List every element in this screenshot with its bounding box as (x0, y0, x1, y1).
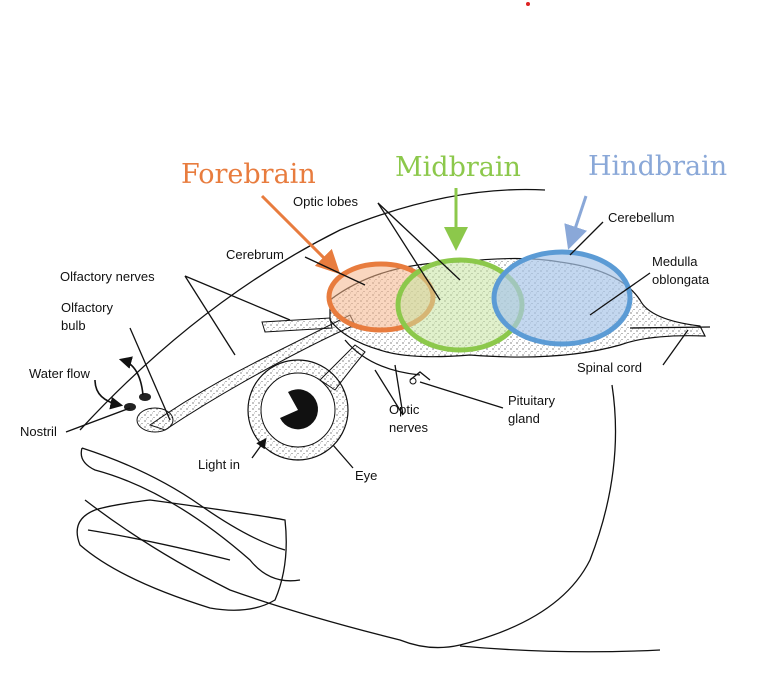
forebrain-arrow (260, 194, 341, 275)
label-medulla-line1: Medulla (652, 254, 698, 269)
red-dot-marker (526, 2, 530, 6)
hindbrain-title: Hindbrain (588, 151, 727, 182)
midbrain-title: Midbrain (395, 152, 521, 183)
pupil (280, 389, 319, 430)
label-optic-nerves-line1: Optic (389, 402, 420, 417)
label-pituitary-line1: Pituitary (508, 393, 555, 408)
label-eye: Eye (355, 468, 377, 483)
eye (247, 344, 366, 461)
label-olfactory-bulb-line1: Olfactory (61, 300, 114, 315)
hindbrain-region (491, 249, 633, 347)
forebrain-title: Forebrain (181, 159, 316, 190)
hindbrain-arrow (564, 195, 588, 250)
label-light-in: Light in (198, 457, 240, 472)
label-medulla-line2: oblongata (652, 272, 710, 287)
label-cerebellum: Cerebellum (608, 210, 674, 225)
label-pituitary-line2: gland (508, 411, 540, 426)
label-spinal-cord: Spinal cord (577, 360, 642, 375)
label-nostril: Nostril (20, 424, 57, 439)
nostril-opening-2 (139, 393, 151, 401)
label-cerebrum: Cerebrum (226, 247, 284, 262)
olfactory-bulb (136, 407, 174, 433)
olfactory-structures (124, 314, 356, 433)
label-optic-lobes: Optic lobes (293, 194, 359, 209)
leader-lines (65, 202, 689, 469)
label-olfactory-bulb-line2: bulb (61, 318, 86, 333)
label-water-flow: Water flow (29, 366, 91, 381)
label-optic-nerves-line2: nerves (389, 420, 429, 435)
label-olfactory-nerves: Olfactory nerves (60, 269, 155, 284)
fish-head-outline (76, 188, 661, 653)
